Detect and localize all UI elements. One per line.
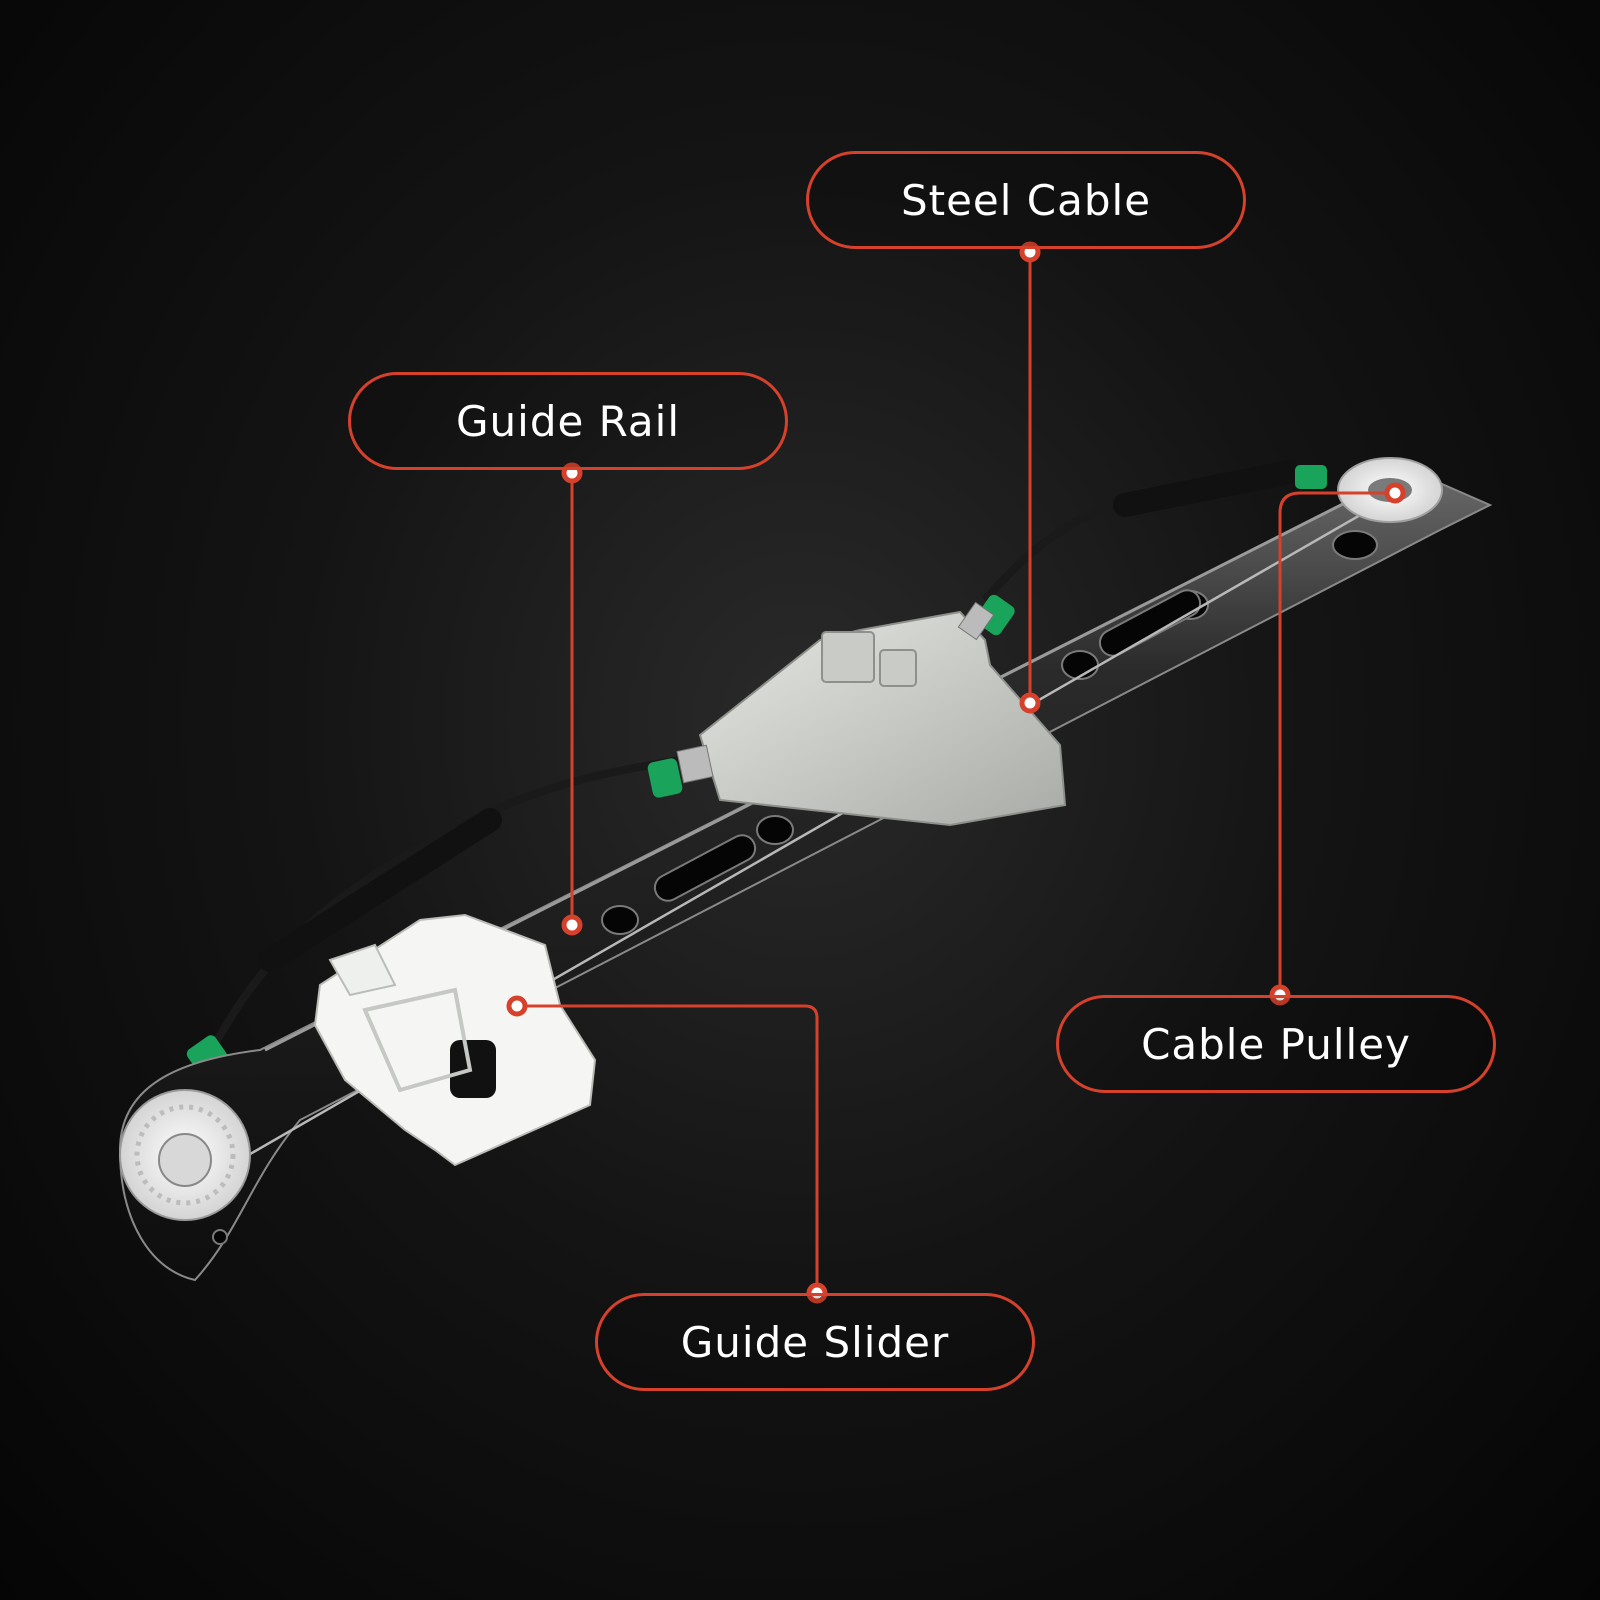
callout-guide-slider-text: Guide Slider	[680, 1317, 950, 1367]
callout-steel-cable-text: Steel Cable	[900, 175, 1152, 225]
callout-steel-cable: Steel Cable	[806, 151, 1246, 249]
gear-teeth	[821, 631, 917, 687]
dot-guide-rail-end	[561, 914, 583, 936]
callout-guide-slider: Guide Slider	[595, 1293, 1035, 1391]
cable-spring	[676, 744, 714, 784]
dot-cable-pulley-end	[1384, 482, 1406, 504]
leader-guide-slider	[517, 1004, 819, 1293]
callout-cable-pulley: Cable Pulley	[1056, 995, 1496, 1093]
callout-cable-pulley-text: Cable Pulley	[1141, 1019, 1411, 1069]
guide-slider-body	[313, 913, 597, 1167]
rubber-sleeve-lower	[258, 808, 502, 972]
rail-holes	[212, 530, 1378, 1245]
green-ferrule	[1295, 465, 1327, 489]
callout-guide-rail-text: Guide Rail	[455, 396, 681, 446]
leader-lines	[517, 252, 1395, 1293]
drive-housing	[698, 610, 1067, 827]
leader-cable-pulley	[1278, 491, 1395, 995]
callout-guide-rail: Guide Rail	[348, 372, 788, 470]
guide-rail-body	[118, 468, 1493, 1282]
green-ferrule	[647, 758, 683, 798]
rubber-sleeve-upper	[1113, 460, 1302, 517]
dot-guide-slider-end	[506, 995, 528, 1017]
dot-steel-cable-end	[1019, 692, 1041, 714]
cable-spring	[957, 601, 995, 641]
lower-pulley	[119, 1089, 251, 1221]
